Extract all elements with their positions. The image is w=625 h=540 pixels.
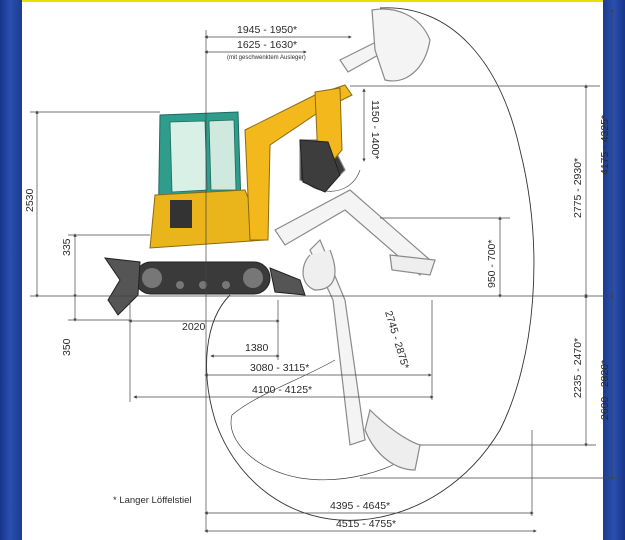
- label-top-reach: 1945 - 1950*: [237, 24, 297, 36]
- label-track-length: 1380: [245, 342, 269, 354]
- label-dig-depth-vertical: 2745 - 2875*: [382, 309, 411, 370]
- bucket: [299, 139, 341, 193]
- label-max-height: 4175 - 4325*: [599, 115, 611, 175]
- label-dump-height: 2775 - 2930*: [572, 158, 584, 218]
- label-max-reach: 4515 - 4755*: [336, 518, 396, 530]
- cab-window: [169, 120, 208, 193]
- label-undercarriage-length: 2020: [182, 321, 206, 333]
- label-transport-length: 4100 - 4125*: [252, 384, 312, 396]
- label-reach-ground: 3080 - 3115*: [250, 362, 309, 374]
- dozer-blade: [103, 257, 141, 316]
- label-inner-height: 950 - 700*: [486, 240, 498, 288]
- ghost-arm-dig: [274, 189, 436, 471]
- label-max-dig-depth: 2600 - 2820*: [599, 360, 611, 420]
- label-blade-height: 335: [61, 238, 73, 256]
- label-dig-depth: 2235 - 2470*: [572, 338, 584, 398]
- label-top-reach-swung: 1625 - 1630*: [237, 39, 297, 51]
- label-blade-depth: 350: [61, 338, 73, 356]
- label-reach-bottom: 4395 - 4645*: [330, 500, 390, 512]
- label-arm-offset: 1150 - 1400*: [369, 100, 381, 159]
- top-edge-line: [22, 0, 603, 9]
- excavator-machine: [103, 84, 353, 316]
- working-range-envelope: [206, 7, 535, 521]
- inner-range-arc: [230, 359, 411, 481]
- label-swung-note: (mit geschwenktem Ausleger): [227, 55, 306, 61]
- footnote: * Langer Löffelstiel: [113, 495, 192, 506]
- label-height-left: 2530: [24, 188, 36, 212]
